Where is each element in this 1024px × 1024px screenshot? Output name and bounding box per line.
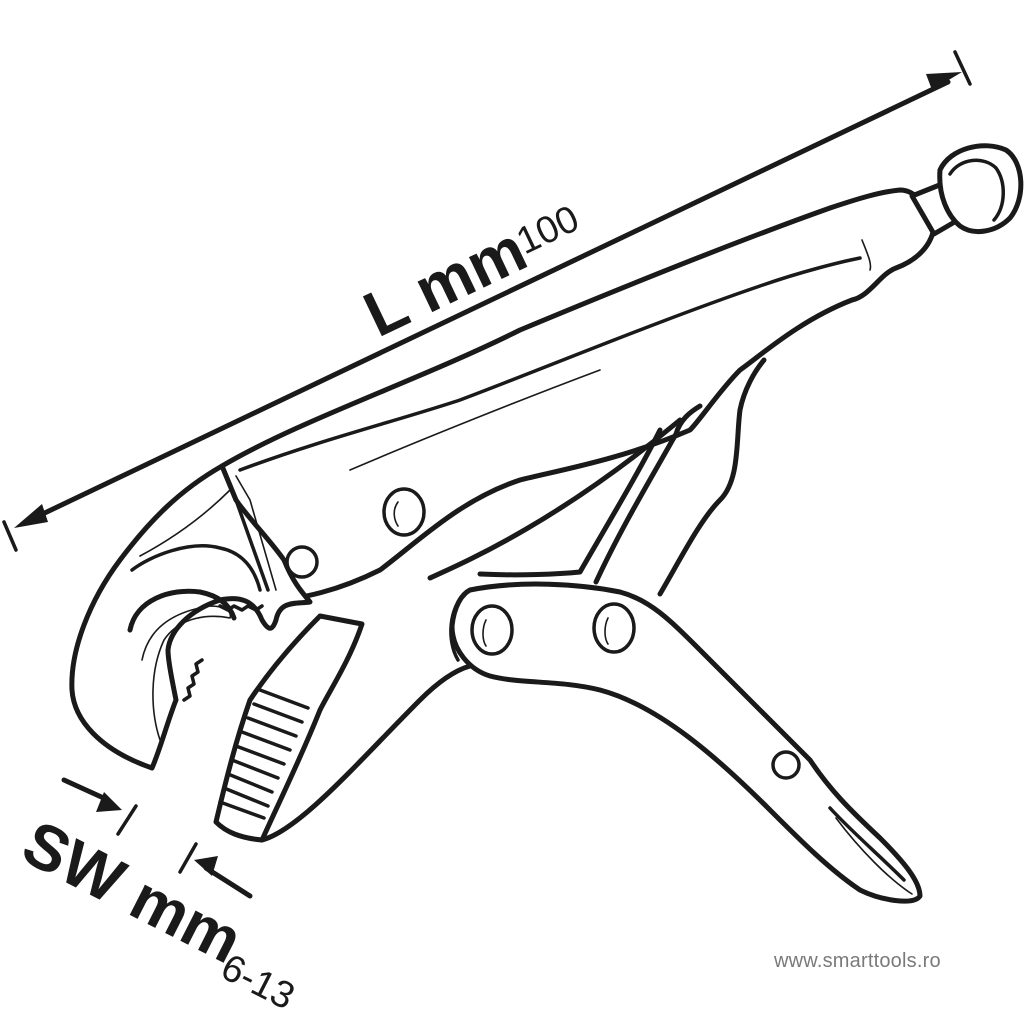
rivet-icon [771, 750, 801, 780]
jaw-opening-label: SW mm [12, 806, 254, 977]
toggle-linkage [427, 357, 767, 597]
jaw-opening-value: 6-13 [214, 946, 301, 1018]
length-dimension-line [2, 50, 972, 552]
adjusting-knob [937, 143, 1024, 235]
rivets-upper [285, 487, 426, 579]
lower-jaw [213, 613, 473, 843]
rivet-icon [382, 487, 426, 537]
arrow-right-icon [96, 792, 122, 812]
arrow-left-icon [194, 856, 218, 876]
rivet-icon [592, 602, 636, 654]
lower-handle [449, 581, 923, 904]
arrow-right-icon [926, 72, 962, 90]
upper-jaw [69, 463, 313, 771]
rivet-icon [470, 604, 514, 656]
watermark-url: www.smarttools.ro [774, 950, 941, 972]
adjusting-screw [909, 143, 1024, 237]
length-label: L mm [353, 213, 537, 351]
jaw-opening-dimension [61, 777, 253, 899]
arrow-left-icon [14, 504, 48, 528]
upper-handle [219, 187, 937, 603]
rivet-icon [285, 545, 319, 579]
